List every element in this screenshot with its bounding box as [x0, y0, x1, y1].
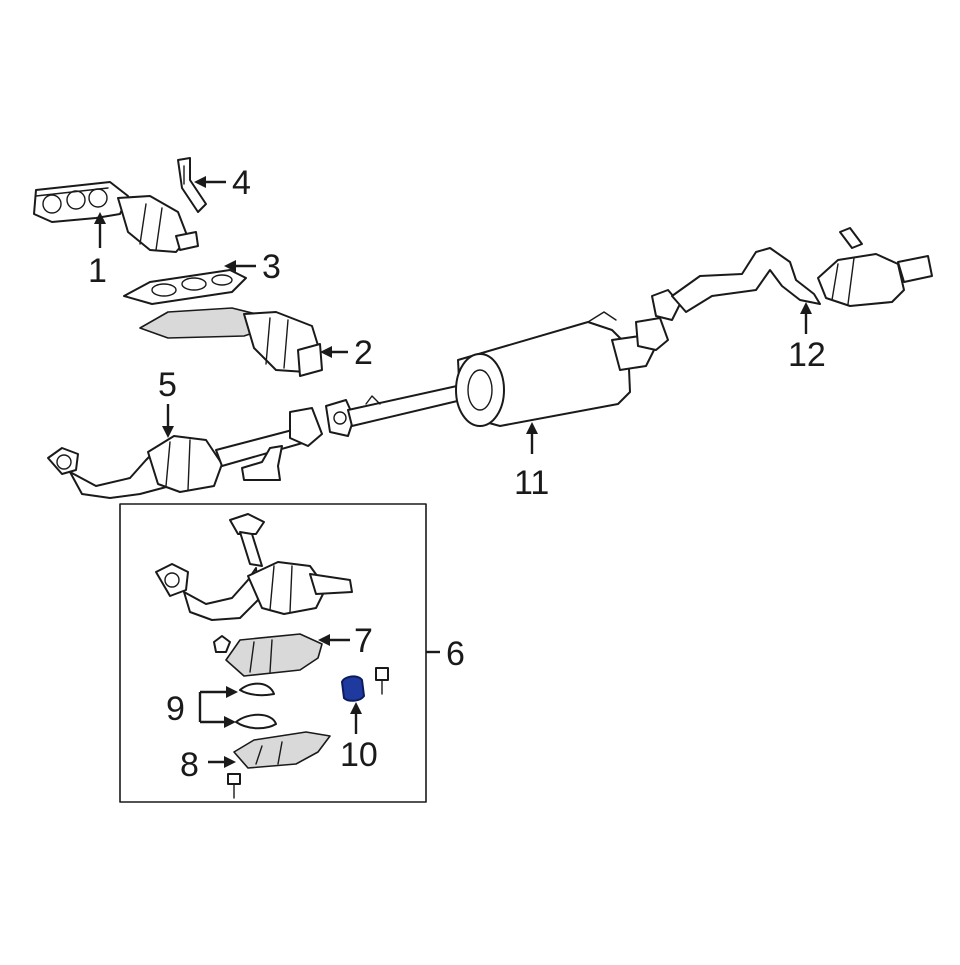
part-10-highlight [340, 675, 366, 702]
label-12: 12 [788, 336, 826, 374]
label-9: 9 [166, 690, 185, 728]
callout-6: 6 [426, 635, 465, 673]
label-7: 7 [354, 622, 373, 660]
callout-9: 9 [166, 686, 238, 728]
part-4-bracket[interactable] [177, 157, 207, 213]
part-3-manifold-gasket[interactable] [123, 269, 247, 305]
label-2: 2 [354, 334, 373, 372]
callout-3: 3 [224, 248, 281, 286]
part-11-muffler-pipe[interactable] [325, 311, 669, 437]
part-10-bolt-and-nut[interactable] [340, 667, 389, 702]
part-2-converter-heat-shield[interactable] [139, 307, 323, 377]
label-5: 5 [158, 366, 177, 404]
part-6-converter-assembly[interactable] [155, 513, 353, 621]
callout-7: 7 [318, 622, 373, 660]
label-11: 11 [514, 464, 549, 502]
callout-1: 1 [88, 212, 107, 290]
label-4: 4 [232, 164, 251, 202]
callout-12: 12 [788, 302, 826, 374]
part-1-exhaust-manifold[interactable] [33, 181, 199, 253]
callout-11: 11 [514, 422, 549, 502]
label-6: 6 [446, 635, 465, 673]
callout-4: 4 [194, 164, 251, 202]
label-10: 10 [340, 736, 378, 774]
callout-2: 2 [320, 334, 373, 372]
callout-8: 8 [180, 746, 236, 784]
part-12-tail-pipe[interactable] [651, 227, 933, 321]
callout-10: 10 [340, 702, 378, 774]
callout-5: 5 [158, 366, 177, 438]
part-9-gaskets[interactable] [235, 682, 277, 730]
label-1: 1 [88, 252, 107, 290]
part-7-catalytic-converter[interactable] [213, 633, 323, 677]
part-5-front-pipe[interactable] [47, 407, 323, 499]
label-3: 3 [262, 248, 281, 286]
part-8-heat-shield[interactable] [227, 731, 331, 799]
label-8: 8 [180, 746, 199, 784]
